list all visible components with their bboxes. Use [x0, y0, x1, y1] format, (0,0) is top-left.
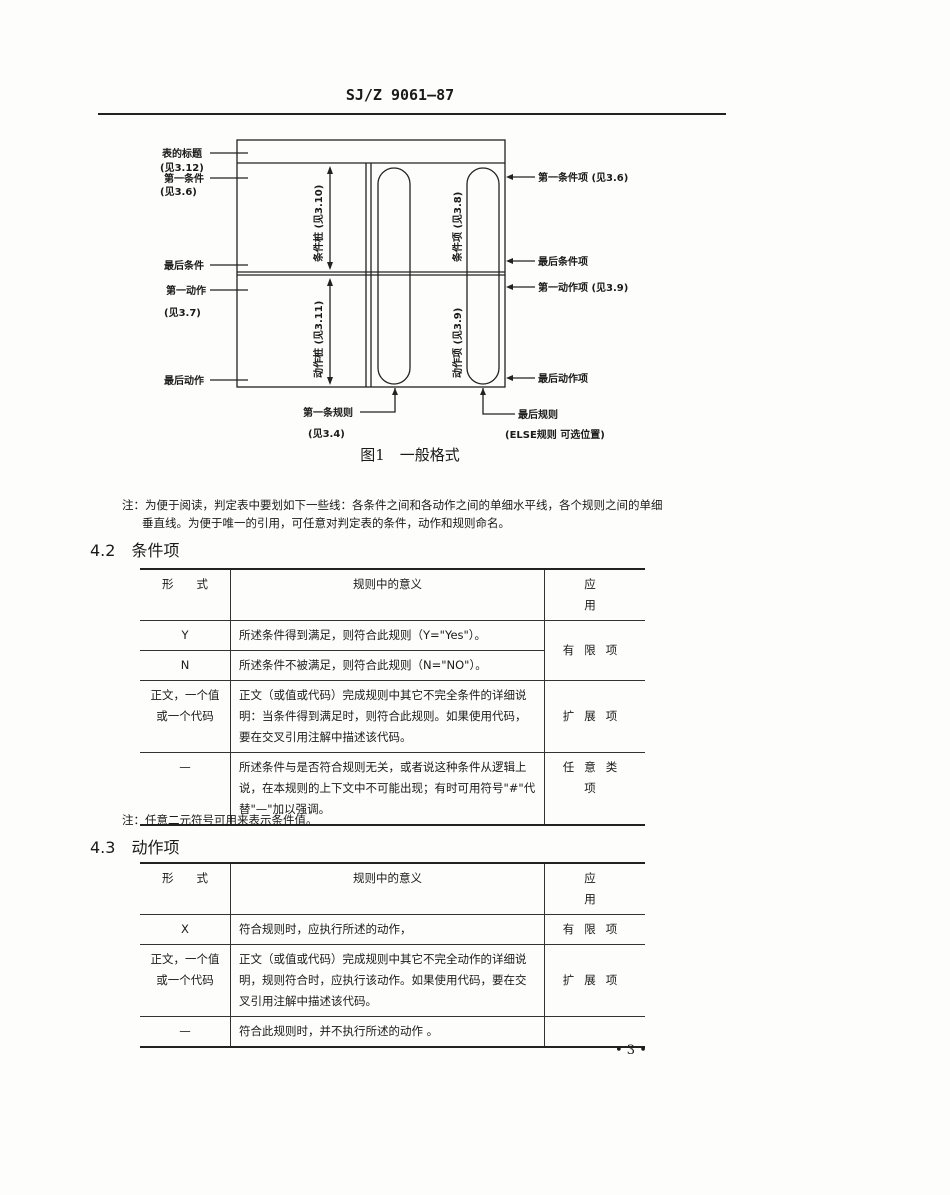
col-header: 应 用	[544, 862, 645, 915]
table-note: 注：任意二元符号可用来表示条件值。	[122, 813, 318, 827]
table-cell: 正文（或值或代码）完成规则中其它不完全条件的详细说明：当条件得到满足时，则符合此…	[230, 680, 545, 753]
decision-table-format-figure: 表的标题 (见3.12) 第一条件 (见3.6) 最后条件 第一动作 (见3.7…	[160, 139, 628, 441]
label-ref: (见3.12)	[160, 162, 204, 174]
table-row: —所述条件与是否符合规则无关，或者说这种条件从逻辑上说，在本规则的上下文中不可能…	[140, 752, 645, 826]
label-last-rule: 最后规则	[518, 408, 558, 421]
label-first-action: 第一动作	[166, 284, 206, 297]
table-cell: X	[140, 914, 231, 945]
figure-caption: 图1 一般格式	[360, 446, 460, 464]
label-first-action-entry: 第一动作项 (见3.9)	[538, 281, 628, 294]
page-number: • 3 •	[615, 1043, 647, 1058]
table-cell: 扩展项	[544, 944, 645, 1017]
table-cell: 符合此规则时，并不执行所述的动作 。	[230, 1016, 545, 1048]
section-heading-4-3: 4.3 动作项	[90, 838, 180, 857]
label-first-condition: 第一条件	[164, 172, 204, 185]
table-cell: 任意类项	[544, 752, 645, 826]
label-table-title: 表的标题	[161, 147, 203, 160]
header-rule	[98, 113, 726, 115]
table-cell: 所述条件得到满足，则符合此规则（Y="Yes"）。	[230, 620, 545, 651]
col-header: 规则中的意义	[230, 862, 545, 915]
table-row: 正文，一个值或一个代码正文（或值或代码）完成规则中其它不完全条件的详细说明：当条…	[140, 680, 645, 753]
table-row: 正文，一个值或一个代码正文（或值或代码）完成规则中其它不完全动作的详细说明，规则…	[140, 944, 645, 1017]
label-first-condition-entry: 第一条件项 (见3.6)	[538, 171, 628, 184]
table-row: —符合此规则时，并不执行所述的动作 。	[140, 1016, 645, 1048]
label-else-rule: (ELSE规则 可选位置)	[505, 428, 605, 441]
table-cell: 所述条件不被满足，则符合此规则（N="NO"）。	[230, 650, 545, 681]
label-ref: (见3.7)	[164, 307, 201, 319]
note-line: 垂直线。为便于唯一的引用，可任意对判定表的条件，动作和规则命名。	[142, 516, 510, 530]
label-ref: (见3.6)	[160, 186, 197, 198]
table-cell: 有限项	[544, 620, 645, 681]
label-last-condition-entry: 最后条件项	[538, 255, 588, 268]
label-last-condition: 最后条件	[164, 259, 204, 272]
document-header: SJ/Z 9061—87	[345, 86, 455, 104]
last-rule-oval	[466, 167, 500, 385]
table-cell: 有限项	[544, 914, 645, 945]
table-cell: —	[140, 752, 231, 826]
label-ref: (见3.4)	[308, 428, 345, 440]
col-header: 形 式	[140, 862, 231, 915]
label-last-action: 最后动作	[164, 374, 204, 387]
section-heading-4-2: 4.2 条件项	[90, 541, 180, 560]
label-last-action-entry: 最后动作项	[538, 372, 588, 385]
table-cell: 正文（或值或代码）完成规则中其它不完全动作的详细说明，规则符合时，应执行该动作。…	[230, 944, 545, 1017]
label-condition-stub: 条件桩 (见3.10)	[312, 185, 325, 263]
label-condition-entry: 条件项 (见3.8)	[451, 192, 464, 263]
label-first-rule: 第一条规则	[303, 406, 353, 419]
label-action-entry: 动作项 (见3.9)	[451, 308, 464, 378]
table-cell: —	[140, 1016, 231, 1048]
table-cell	[544, 1016, 645, 1048]
table-cell: 正文，一个值或一个代码	[140, 944, 231, 1017]
table-cell: 扩展项	[544, 680, 645, 753]
col-header: 形 式	[140, 568, 231, 621]
table-cell: 正文，一个值或一个代码	[140, 680, 231, 753]
table-cell: N	[140, 650, 231, 681]
first-rule-oval	[377, 167, 411, 385]
table-cell: 符合规则时，应执行所述的动作，	[230, 914, 545, 945]
col-header: 应 用	[544, 568, 645, 621]
label-action-stub: 动作桩 (见3.11)	[312, 301, 325, 378]
table-cell: 所述条件与是否符合规则无关，或者说这种条件从逻辑上说，在本规则的上下文中不可能出…	[230, 752, 545, 826]
col-header: 规则中的意义	[230, 568, 545, 621]
table-cell: Y	[140, 620, 231, 651]
note-line: 注：为便于阅读，判定表中要划如下一些线：各条件之间和各动作之间的单细水平线，各个…	[122, 498, 663, 512]
